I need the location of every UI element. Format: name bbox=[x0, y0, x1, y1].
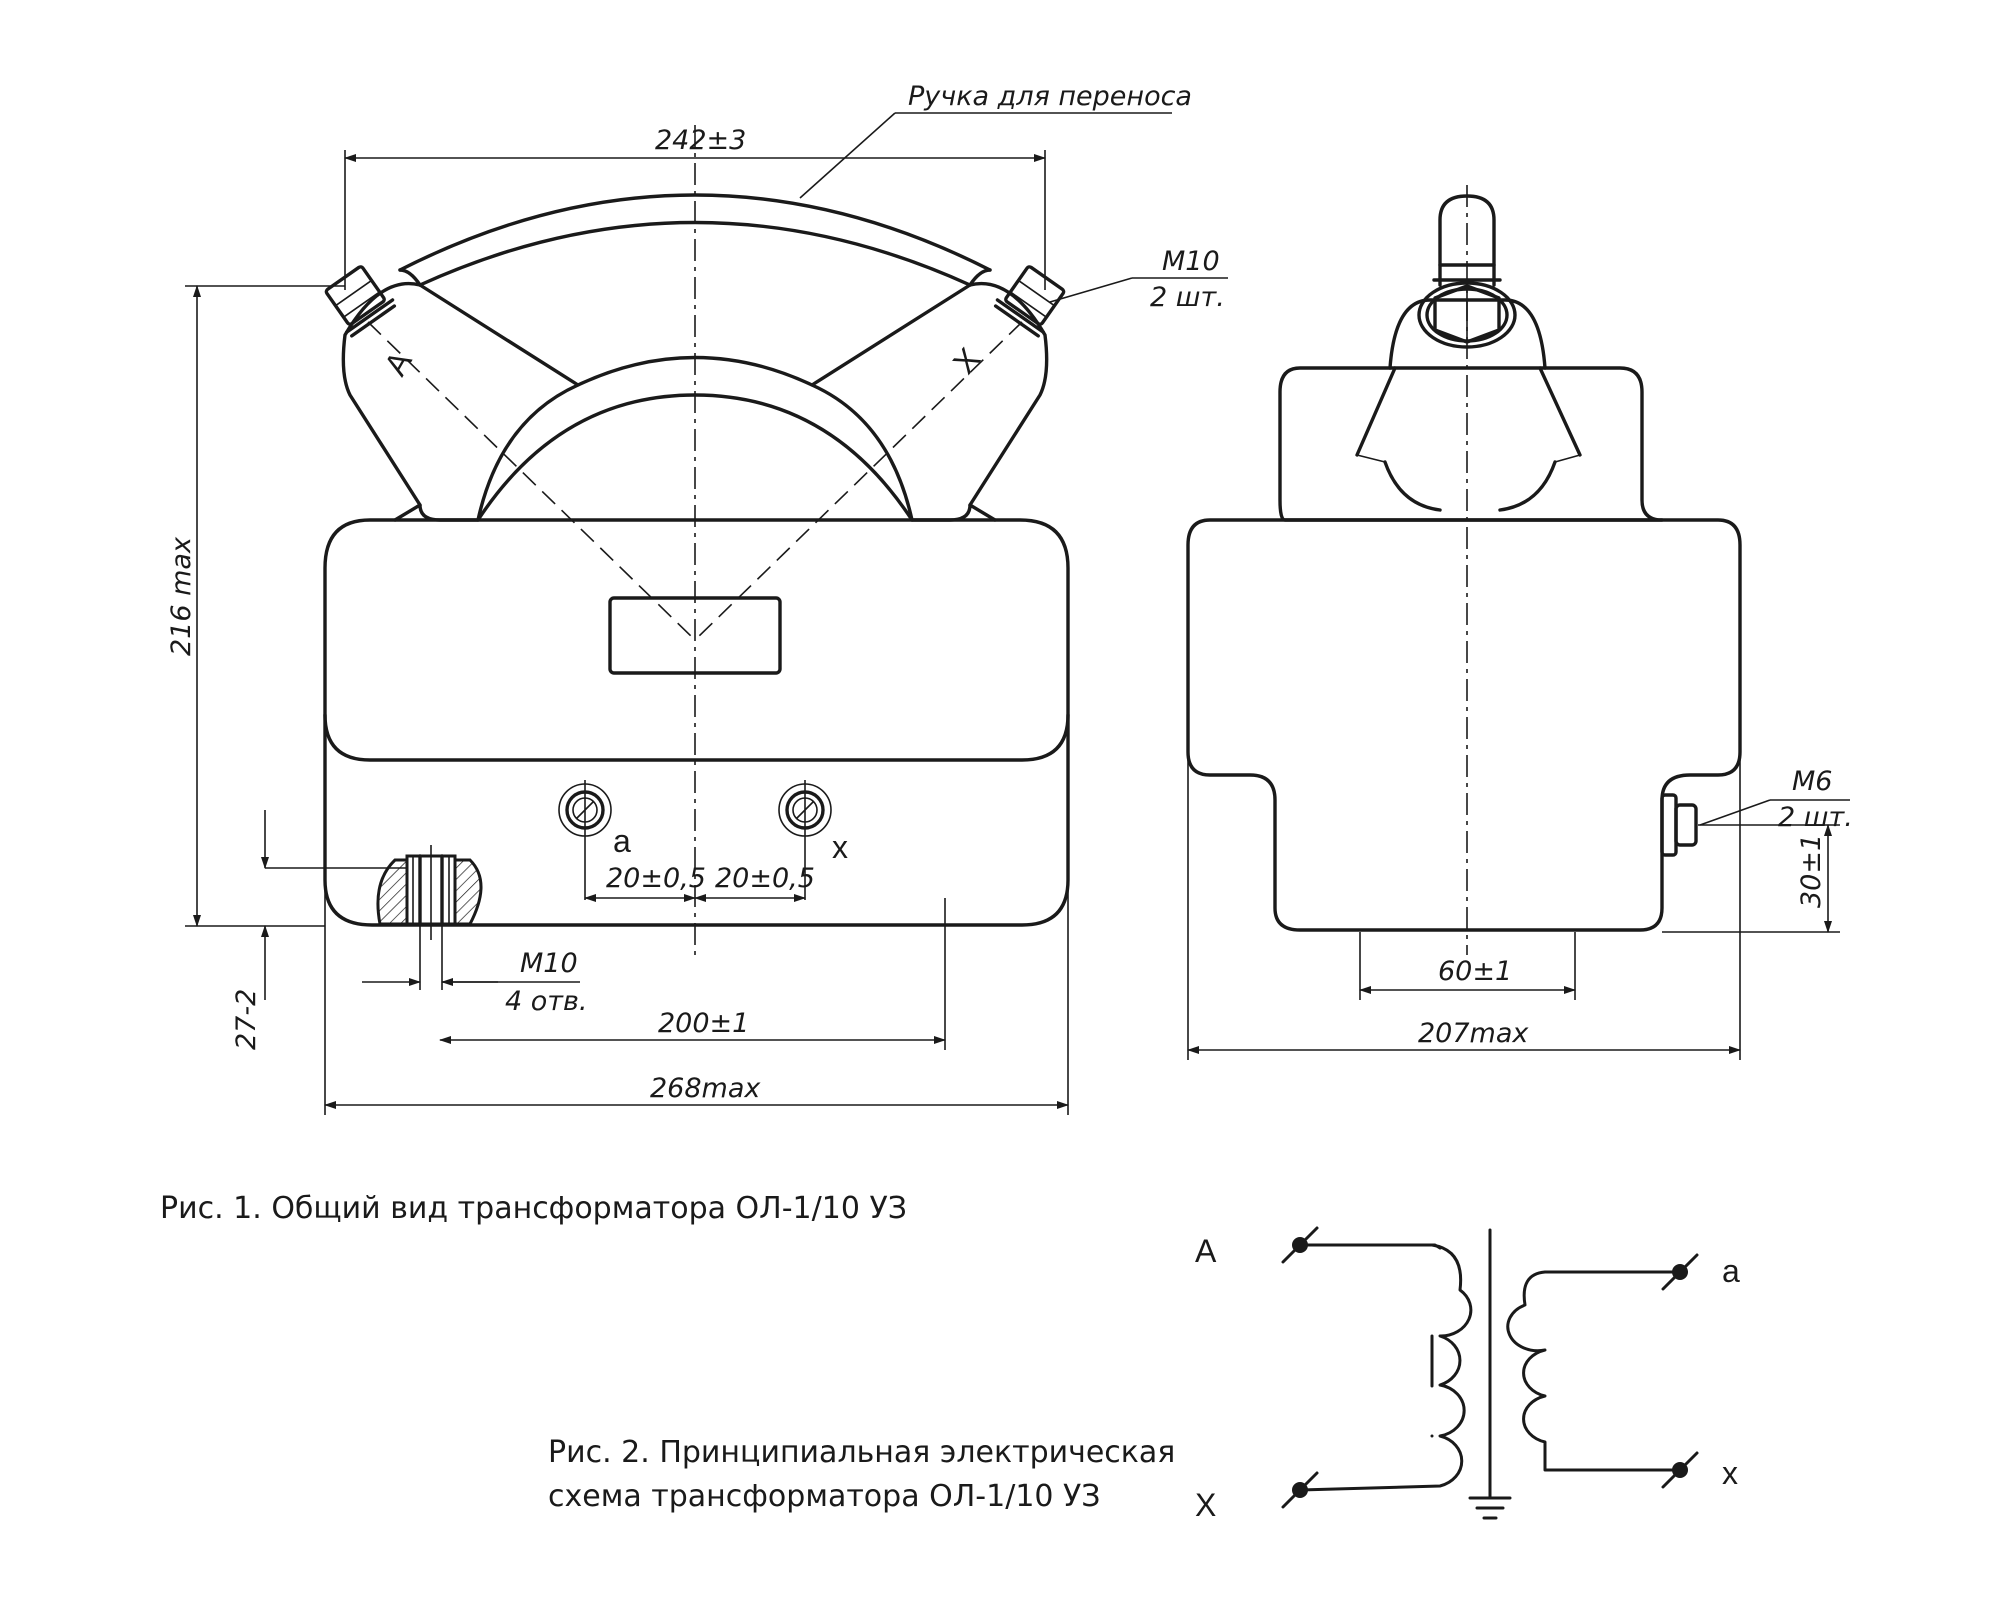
dim-side-thread: M6 bbox=[1792, 766, 1832, 797]
marking-a: А bbox=[377, 344, 419, 381]
terminal-a-stud bbox=[558, 780, 612, 900]
dim-side-height: 30±1 bbox=[1796, 834, 1827, 908]
schematic-label-x: x bbox=[1722, 1455, 1738, 1491]
dim-side-thread-qty: 2 шт. bbox=[1778, 802, 1853, 833]
dim-base-thickness: 27-2 bbox=[231, 989, 262, 1050]
front-view: А Х a x bbox=[265, 125, 1070, 955]
terminal-x-label: x bbox=[832, 829, 848, 865]
schematic-label-A: А bbox=[1195, 1233, 1217, 1269]
dim-thread-top-qty: 2 шт. bbox=[1150, 282, 1225, 313]
threaded-insert-section bbox=[376, 845, 483, 940]
front-dimensions: 242±3 Ручка для переноса M10 2 шт. 216 m… bbox=[166, 81, 1228, 1115]
dim-term-a-offset: 20±0,5 bbox=[606, 863, 706, 894]
dim-thread-holes: M10 bbox=[520, 948, 578, 979]
side-view bbox=[1186, 185, 1742, 955]
dim-foot-width: 60±1 bbox=[1438, 956, 1512, 987]
marking-x: Х bbox=[946, 341, 987, 380]
fig2-caption-line1: Рис. 2. Принципиальная электрическая bbox=[548, 1435, 1175, 1470]
fig2-caption-line2: схема трансформатора ОЛ-1/10 УЗ bbox=[548, 1479, 1101, 1514]
handle-label: Ручка для переноса bbox=[908, 81, 1192, 112]
dim-side-total-width: 207max bbox=[1418, 1018, 1529, 1049]
terminal-a-label: a bbox=[613, 823, 631, 859]
dim-hole-spacing: 200±1 bbox=[658, 1008, 749, 1039]
dim-term-x-offset: 20±0,5 bbox=[715, 863, 815, 894]
dim-top-width: 242±3 bbox=[655, 125, 746, 156]
dim-thread-top: M10 bbox=[1162, 246, 1220, 277]
terminal-x-stud bbox=[778, 780, 832, 900]
side-dimensions: M6 2 шт. 30±1 60±1 207max bbox=[1187, 752, 1853, 1060]
schematic-label-X: Х bbox=[1195, 1487, 1216, 1523]
fig1-caption: Рис. 1. Общий вид трансформатора ОЛ-1/10… bbox=[160, 1191, 907, 1226]
dim-thread-holes-qty: 4 отв. bbox=[505, 986, 588, 1017]
dim-height: 216 max bbox=[166, 536, 197, 656]
dim-total-width: 268max bbox=[650, 1073, 761, 1104]
schematic: А Х a x bbox=[1195, 1226, 1740, 1523]
schematic-label-a: a bbox=[1722, 1253, 1740, 1289]
